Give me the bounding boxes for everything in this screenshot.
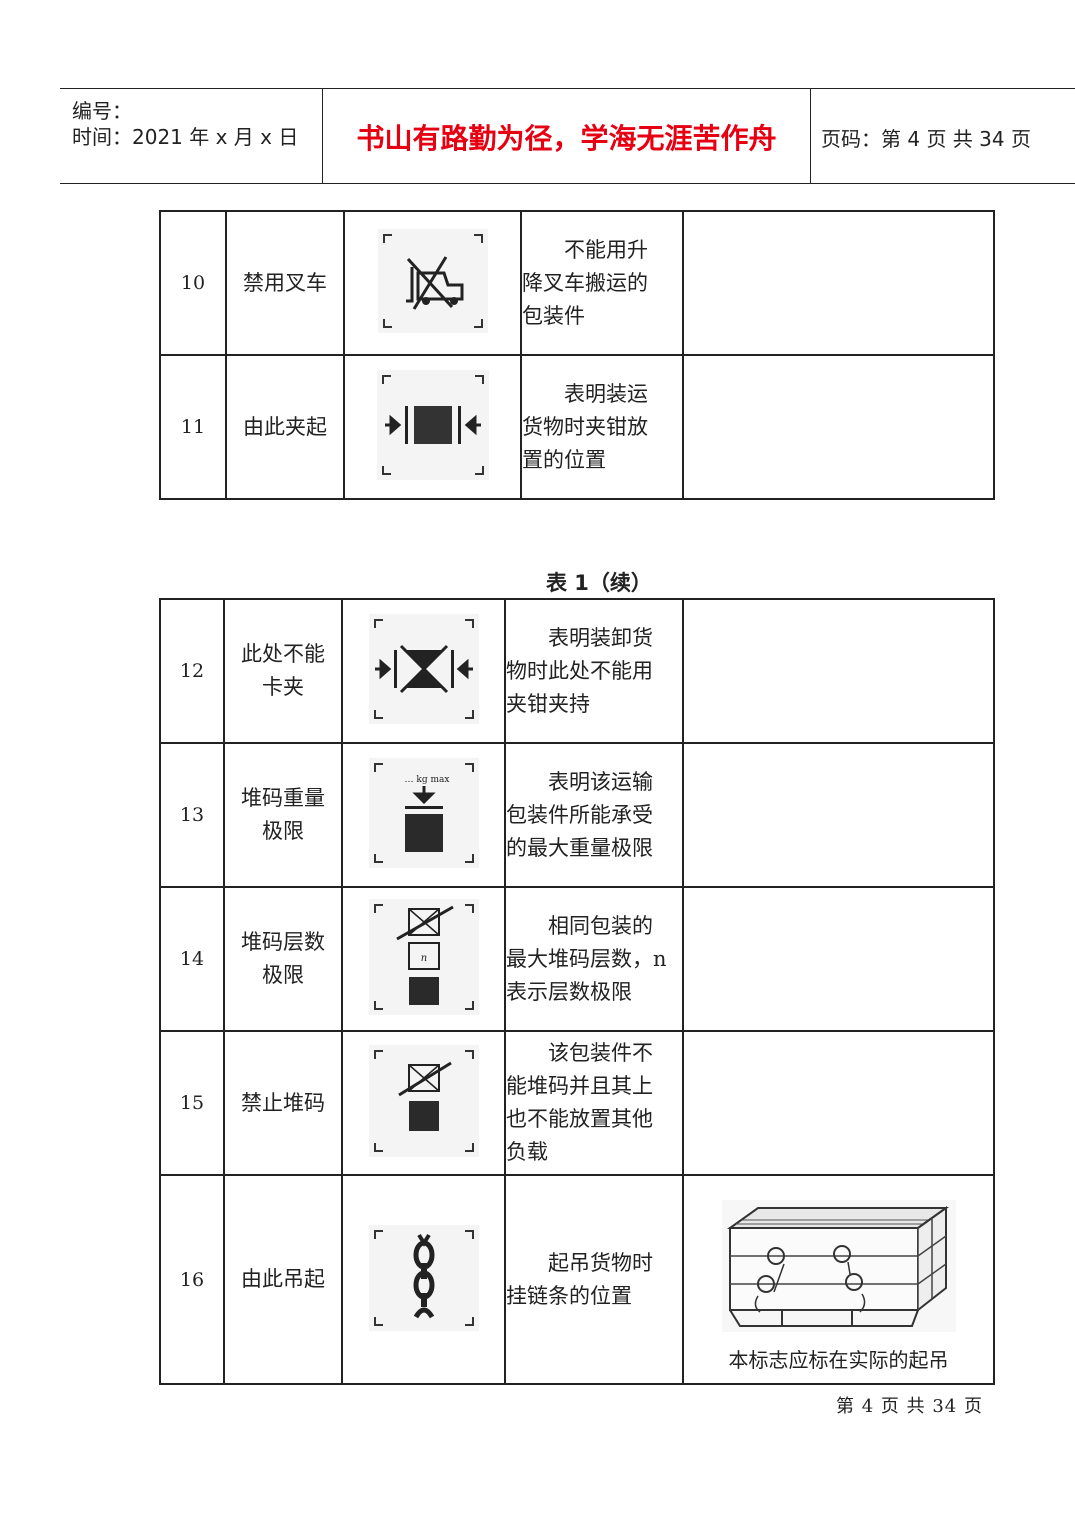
note-cell — [682, 742, 995, 888]
header-left-cell: 编号： 时间：2021 年 x 月 x 日 — [60, 89, 323, 183]
symbol-description: 起吊货物时 挂链条的位置 — [504, 1174, 684, 1385]
row-number: 16 — [159, 1174, 225, 1385]
symbol-description: 表明该运输 包装件所能承受 的最大重量极限 — [504, 742, 684, 888]
row-number: 13 — [159, 742, 225, 888]
row-number: 10 — [159, 210, 227, 356]
note-cell — [682, 210, 995, 356]
header-center-cell: 书山有路勤为径，学海无涯苦作舟 — [323, 89, 811, 183]
symbol-description: 该包装件不 能堆码并且其上 也不能放置其他 负载 — [504, 1030, 684, 1176]
table-row: 11 由此夹起 表明装运 货物时夹钳放 置的位置 — [159, 354, 995, 500]
symbol-image-cell — [341, 1174, 506, 1385]
symbol-description: 表明装卸货 物时此处不能用 夹钳夹持 — [504, 598, 684, 744]
symbol-name: 堆码重量 极限 — [223, 742, 343, 888]
no-forklift-icon — [377, 229, 488, 333]
note-text: 本标志应标在实际的起吊 — [728, 1348, 949, 1372]
desc-line: 表明装运 — [564, 381, 648, 406]
symbol-description: 相同包装的 最大堆码层数，n 表示层数极限 — [504, 886, 684, 1032]
desc-line: 能堆码并且其上 — [506, 1074, 653, 1098]
symbol-image-cell — [341, 1030, 506, 1176]
symbol-image-cell: … kg max — [341, 742, 506, 888]
desc-line: 物时此处不能用 — [506, 658, 653, 683]
page-footer: 第 4 页 共 34 页 — [836, 1396, 983, 1417]
row-number: 15 — [159, 1030, 225, 1176]
symbol-table-a: 10 禁用叉车 不能用升 降叉车搬运的 包装件 11 由此夹起 — [159, 210, 995, 500]
symbol-name: 由此吊起 — [223, 1174, 343, 1385]
symbol-description: 表明装运 货物时夹钳放 置的位置 — [520, 354, 684, 500]
note-cell: 本标志应标在实际的起吊 — [682, 1174, 995, 1385]
header-right-cell: 页码：第 4 页 共 34 页 — [811, 89, 1075, 183]
layer-limit-label: n — [420, 953, 426, 964]
name-line: 此处不能 — [241, 642, 325, 666]
desc-line: 相同包装的 — [548, 913, 653, 938]
symbol-image-cell — [341, 598, 506, 744]
table-row: 12 此处不能 卡夹 表明装卸货 物时此处不能用 夹钳夹持 — [159, 598, 995, 744]
table-row: 10 禁用叉车 不能用升 降叉车搬运的 包装件 — [159, 210, 995, 356]
symbol-name: 由此夹起 — [225, 354, 345, 500]
page-header: 编号： 时间：2021 年 x 月 x 日 书山有路勤为径，学海无涯苦作舟 页码… — [60, 88, 1075, 184]
clamp-here-icon — [376, 370, 489, 480]
desc-line: 该包装件不 — [548, 1041, 653, 1065]
table-row: 14 堆码层数 极限 n 相同包装的 最大堆码层数，n 表示层数极限 — [159, 886, 995, 1032]
symbol-image-cell — [343, 354, 522, 500]
name-line: 极限 — [262, 819, 304, 843]
desc-line: 置的位置 — [522, 447, 606, 472]
desc-line: 夹钳夹持 — [506, 691, 590, 716]
name-line: 堆码层数 — [241, 930, 325, 954]
table-caption: 表 1（续） — [546, 571, 652, 595]
symbol-table-b: 12 此处不能 卡夹 表明装卸货 物时此处不能用 夹钳夹持 13 — [159, 598, 995, 1385]
desc-line: 负载 — [506, 1140, 548, 1164]
sling-here-chain-icon — [368, 1224, 479, 1331]
desc-line: 起吊货物时 — [548, 1250, 653, 1275]
page-info: 页码：第 4 页 共 34 页 — [821, 127, 1031, 151]
symbol-name: 禁止堆码 — [223, 1030, 343, 1176]
crate-with-chains-icon — [722, 1200, 956, 1332]
row-number: 14 — [159, 886, 225, 1032]
desc-line: 表示层数极限 — [506, 979, 632, 1004]
name-line: 卡夹 — [262, 675, 304, 699]
desc-line: 的最大重量极限 — [506, 835, 653, 860]
desc-line: 也不能放置其他 — [506, 1107, 653, 1131]
stack-weight-limit-icon: … kg max — [368, 758, 479, 868]
note-cell — [682, 1030, 995, 1176]
name-line: 堆码重量 — [241, 786, 325, 810]
desc-line: 包装件 — [522, 303, 585, 328]
desc-line: 不能用升 — [564, 237, 648, 262]
symbol-description: 不能用升 降叉车搬运的 包装件 — [520, 210, 684, 356]
no-stacking-icon — [368, 1045, 479, 1157]
no-clamp-icon — [368, 614, 479, 724]
desc-line: 表明装卸货 — [548, 625, 653, 650]
table-row: 15 禁止堆码 该包装件不 能堆码并且其上 也不能放置其他 负载 — [159, 1030, 995, 1176]
desc-line: 货物时夹钳放 — [522, 414, 648, 439]
table-row: 13 堆码重量 极限 … kg max 表明该运输 包装件所能承受 的最大重量极… — [159, 742, 995, 888]
row-number: 12 — [159, 598, 225, 744]
desc-line: 挂链条的位置 — [506, 1283, 632, 1308]
note-cell — [682, 598, 995, 744]
desc-line: 包装件所能承受 — [506, 802, 653, 827]
time-label: 时间：2021 年 x 月 x 日 — [72, 125, 299, 149]
row-number: 11 — [159, 354, 227, 500]
note-cell — [682, 886, 995, 1032]
symbol-image-cell: n — [341, 886, 506, 1032]
desc-line: 降叉车搬运的 — [522, 270, 648, 295]
symbol-name: 此处不能 卡夹 — [223, 598, 343, 744]
weight-limit-label: … kg max — [404, 775, 449, 785]
desc-line: 最大堆码层数，n — [506, 946, 667, 971]
motto-text: 书山有路勤为径，学海无涯苦作舟 — [356, 122, 777, 155]
desc-line: 表明该运输 — [548, 769, 653, 794]
name-line: 极限 — [262, 963, 304, 987]
code-label: 编号： — [72, 99, 132, 123]
symbol-image-cell — [343, 210, 522, 356]
symbol-name: 禁用叉车 — [225, 210, 345, 356]
symbol-name: 堆码层数 极限 — [223, 886, 343, 1032]
note-cell — [682, 354, 995, 500]
table-row: 16 由此吊起 起吊货物时 挂链条的位置 — [159, 1174, 995, 1385]
stack-layer-limit-icon: n — [368, 899, 479, 1015]
